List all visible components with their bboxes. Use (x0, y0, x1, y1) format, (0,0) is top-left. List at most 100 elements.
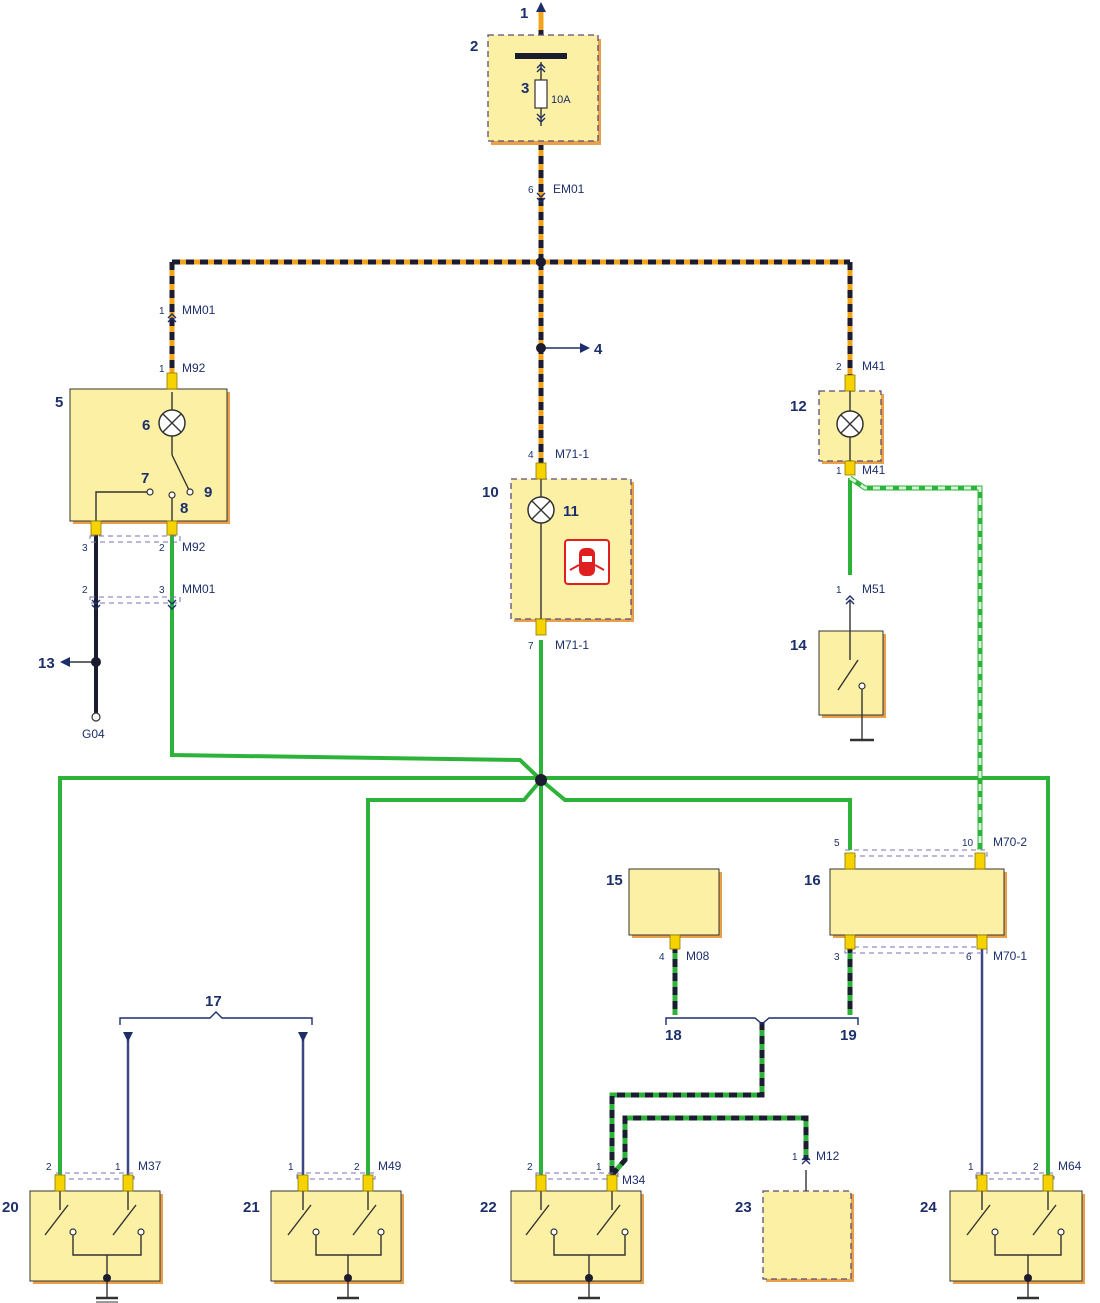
label-16: 16 (804, 872, 821, 889)
label-8: 8 (180, 500, 188, 517)
pin-mm01-bottom-right: 3 (159, 585, 165, 596)
label-9: 9 (204, 484, 212, 501)
pin-m12: 1 (792, 1152, 798, 1163)
connector-m51: M51 (862, 582, 886, 596)
pin-mm01-top: 1 (159, 306, 165, 317)
connector-m41-top: M41 (862, 359, 886, 373)
pin-labels: 6 1 1 3 2 2 3 4 7 2 1 1 5 10 3 6 4 2 1 1… (46, 185, 1039, 1173)
connector-outlines (55, 535, 1055, 1180)
ground-label-g04: G04 (82, 727, 105, 741)
indicator-module-10 (510, 478, 634, 622)
pin-m49-left: 1 (288, 1162, 294, 1173)
arrow-17-left-icon (123, 1032, 133, 1042)
bracket-18-19 (665, 1017, 859, 1025)
wire-green (58, 478, 1050, 1180)
connector-m92-top: M92 (182, 361, 206, 375)
label-14: 14 (790, 637, 807, 654)
pin-m37-right: 1 (115, 1162, 121, 1173)
fuse-box (487, 34, 601, 145)
wire-green-black (609, 945, 853, 1177)
switch-module-5 (69, 388, 230, 525)
control-unit-16 (829, 868, 1007, 938)
pin-m92-bottom-left: 3 (82, 543, 88, 554)
label-10: 10 (482, 484, 499, 501)
pin-m71-1-bottom: 7 (528, 641, 534, 652)
wire-navy (126, 945, 984, 1180)
pin-m70-2-left: 5 (834, 838, 840, 849)
door-switch-22 (510, 1190, 644, 1300)
label-18: 18 (665, 1027, 682, 1044)
bracket-17 (119, 1011, 313, 1025)
label-6: 6 (142, 417, 150, 434)
pin-m92-top: 1 (159, 364, 165, 375)
connector-em01: EM01 (553, 182, 585, 196)
pin-m08: 4 (659, 952, 665, 963)
connector-m41-bottom: M41 (862, 463, 886, 477)
fuse-rating: 10A (551, 94, 571, 106)
door-switch-24 (949, 1190, 1085, 1300)
pin-m34-left: 2 (527, 1162, 533, 1173)
label-23: 23 (735, 1199, 752, 1216)
pin-m70-1-left: 3 (834, 952, 840, 963)
module-15 (628, 868, 722, 938)
switch-14 (818, 630, 886, 742)
wires (58, 10, 1050, 1180)
pin-m71-1-top: 4 (528, 450, 534, 461)
pin-m51: 1 (836, 585, 842, 596)
connector-m64: M64 (1058, 1159, 1082, 1173)
fuse-element (534, 79, 548, 109)
arrow-4-icon (580, 343, 590, 353)
label-20: 20 (2, 1199, 19, 1216)
connector-m34: M34 (622, 1173, 646, 1187)
module-23 (762, 1170, 854, 1282)
connector-m71-1-bottom: M71-1 (555, 638, 589, 652)
connector-m08: M08 (686, 949, 710, 963)
label-2: 2 (470, 38, 478, 55)
label-3: 3 (521, 80, 529, 97)
label-7: 7 (141, 470, 149, 487)
label-15: 15 (606, 872, 623, 889)
label-11: 11 (563, 503, 579, 520)
connector-m37: M37 (138, 1159, 162, 1173)
arrow-13-icon (60, 657, 70, 667)
label-24: 24 (920, 1199, 937, 1216)
pin-m70-2-right: 10 (962, 838, 974, 849)
terminals (54, 372, 1054, 1192)
label-5: 5 (55, 394, 63, 411)
connector-mm01-bottom: MM01 (182, 582, 216, 596)
connector-m12: M12 (816, 1149, 840, 1163)
pin-m92-bottom-right: 2 (159, 543, 165, 554)
ground-point-g04 (91, 712, 101, 722)
connector-mm01-top: MM01 (182, 303, 216, 317)
pin-m34-right: 1 (596, 1162, 602, 1173)
junction-nodes (91, 257, 547, 786)
label-21: 21 (243, 1199, 260, 1216)
label-17: 17 (205, 993, 222, 1010)
pin-m70-1-right: 6 (966, 952, 972, 963)
pin-m41-top: 2 (836, 362, 842, 373)
pin-m37-left: 2 (46, 1162, 52, 1173)
wire-green-white (848, 475, 983, 850)
label-22: 22 (480, 1199, 497, 1216)
connector-m92-bottom: M92 (182, 540, 206, 554)
label-19: 19 (840, 1027, 857, 1044)
connector-m70-2: M70-2 (993, 835, 1027, 849)
connector-labels: EM01 MM01 M92 M92 MM01 M71-1 M71-1 M41 M… (82, 182, 1082, 1187)
inline-connector-icons (91, 63, 855, 1165)
pin-mm01-bottom-left: 2 (82, 585, 88, 596)
label-12: 12 (790, 398, 807, 415)
pin-em01: 6 (528, 185, 534, 196)
connector-m71-1-top: M71-1 (555, 447, 589, 461)
pin-m41-bottom: 1 (836, 466, 842, 477)
pin-m64-left: 1 (968, 1162, 974, 1173)
arrow-17-right-icon (298, 1032, 308, 1042)
door-switch-20 (29, 1190, 163, 1300)
connector-m70-1: M70-1 (993, 949, 1027, 963)
label-1: 1 (520, 5, 528, 22)
component-numbers: 1 2 3 4 5 6 7 8 9 10 11 12 13 14 15 16 1… (2, 5, 937, 1216)
connector-m49: M49 (378, 1159, 402, 1173)
arrow-1-icon (536, 2, 546, 12)
pin-m64-right: 2 (1033, 1162, 1039, 1173)
label-4: 4 (594, 341, 603, 358)
